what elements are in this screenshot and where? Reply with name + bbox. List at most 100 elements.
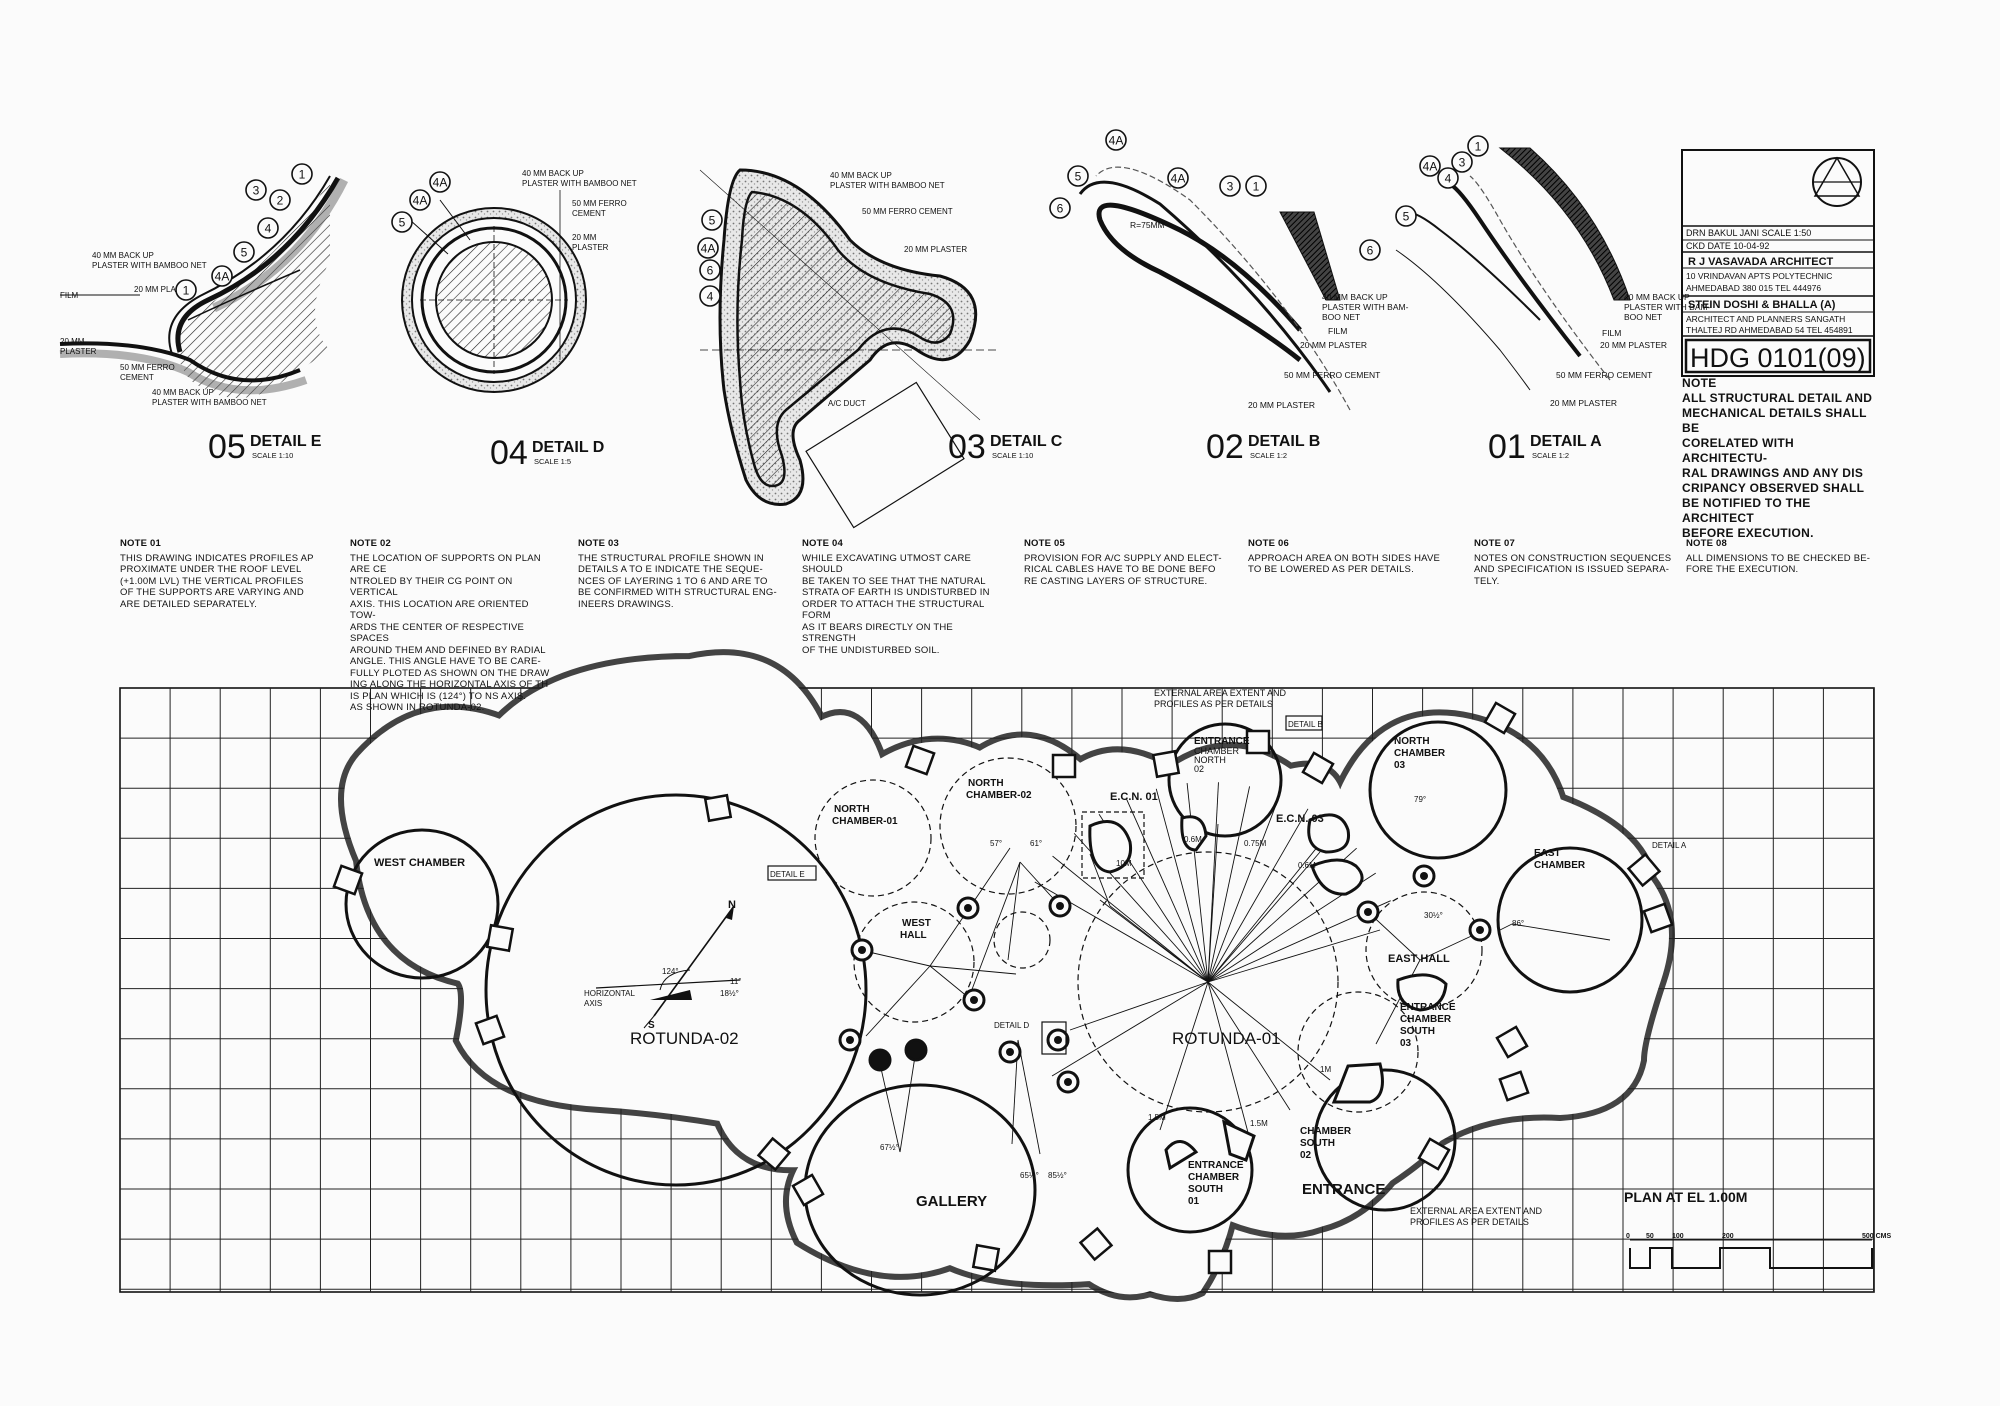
support-column-core <box>858 946 866 954</box>
wall-block <box>1495 1025 1529 1059</box>
note-02-title: NOTE 02 <box>350 538 391 549</box>
ext-note-top-2: PROFILES AS PER DETAILS <box>1154 699 1273 709</box>
layer-bubble: 5 <box>701 209 723 231</box>
layer-bubble-label: 6 <box>1057 202 1064 216</box>
support-column-core <box>1420 872 1428 880</box>
detail-a-callout-backup: 40 MM BACK UP <box>1624 292 1690 302</box>
detail-e-scale: SCALE 1:10 <box>252 451 293 460</box>
label-north-chamber-03b: CHAMBER <box>1394 748 1446 759</box>
wall-block <box>1626 852 1662 888</box>
layer-bubble-label: 3 <box>253 184 260 198</box>
layer-bubble-ring <box>1219 175 1241 197</box>
layer-bubble: 4A <box>1419 155 1441 177</box>
layer-bubble-ring <box>1067 165 1089 187</box>
floor-plan <box>332 649 1873 1302</box>
ext-note-top-1: EXTERNAL AREA EXTENT AND <box>1154 688 1287 698</box>
label-ent-south-01b: CHAMBER <box>1188 1172 1240 1183</box>
wall-block <box>1051 753 1077 779</box>
layer-bubble-label: 4 <box>265 222 272 236</box>
label-ent-south-01d: 01 <box>1188 1196 1200 1207</box>
layer-bubble-label: 4A <box>1423 160 1438 174</box>
layer-bubble-label: 1 <box>299 168 306 182</box>
plan-wall-blocks <box>332 701 1674 1275</box>
layer-bubble-label: 4A <box>1109 134 1124 148</box>
layer-bubble-label: 2 <box>277 194 284 208</box>
layer-bubble-ring <box>211 265 233 287</box>
label-ent-south-01a: ENTRANCE <box>1188 1160 1244 1171</box>
layer-bubble: 1 <box>291 163 313 185</box>
tb-drawing-number: HDG 0101(09) <box>1690 343 1866 373</box>
layer-bubble-ring <box>409 189 431 211</box>
detail-d-callout-cement: CEMENT <box>572 209 606 218</box>
layer-bubble-label: 4A <box>215 270 230 284</box>
detail-c-ac-duct: A/C DUCT <box>828 399 866 408</box>
detail-c-callout-plaster: 20 MM PLASTER <box>904 245 967 254</box>
radial-line <box>1207 795 1281 983</box>
tb-firm: STEIN DOSHI & BHALLA (A) <box>1688 299 1836 311</box>
label-chamber-south-02a: CHAMBER <box>1300 1126 1352 1137</box>
detail-b-callout-film: FILM <box>1328 326 1347 336</box>
wall-block <box>1301 751 1335 785</box>
detail-a-callout-film: FILM <box>1602 328 1621 338</box>
radial-line <box>1207 786 1251 983</box>
detail-c-callout-ferro: 50 MM FERRO CEMENT <box>862 207 953 216</box>
support-column-core <box>1054 1036 1062 1044</box>
layer-bubble-label: 6 <box>707 264 714 278</box>
support-column-core <box>1056 902 1064 910</box>
detail-e-callout-bamboo-2: PLASTER WITH BAMBOO NET <box>152 398 267 407</box>
general-note: NOTE ALL STRUCTURAL DETAIL AND MECHANICA… <box>1682 376 1882 541</box>
layer-bubble: 4A <box>429 171 451 193</box>
note-01: NOTE 01 THIS DRAWING INDICATES PROFILES … <box>120 538 320 610</box>
layer-bubble: 5 <box>1067 165 1089 187</box>
label-entrance-north-c: NORTH <box>1194 755 1226 765</box>
layer-bubble-label: 5 <box>1075 170 1082 184</box>
note-08: NOTE 08 ALL DIMENSIONS TO BE CHECKED BE-… <box>1686 538 1886 576</box>
radial-line <box>1155 788 1209 983</box>
north-label: N <box>728 899 736 911</box>
label-east-chamber-a: EAST <box>1534 848 1561 859</box>
detail-b-title: DETAIL B <box>1248 433 1320 450</box>
tb-drawn-by: DRN BAKUL JANI SCALE 1:50 <box>1686 228 1811 238</box>
dim-d1: 1.5M <box>1148 1113 1166 1122</box>
support-column <box>1468 918 1492 942</box>
note-04: NOTE 04 WHILE EXCAVATING UTMOST CARE SHO… <box>802 538 1002 656</box>
label-ent-south-03d: 03 <box>1400 1038 1412 1049</box>
note-02-body: THE LOCATION OF SUPPORTS ON PLAN ARE CE … <box>350 552 550 714</box>
support-column <box>850 938 874 962</box>
layer-bubble-ring <box>699 259 721 281</box>
radial-line <box>1207 826 1335 983</box>
angle-a11: 86° <box>1512 919 1524 928</box>
detail-d-title: DETAIL D <box>532 439 604 456</box>
layer-bubble: 1 <box>1245 175 1267 197</box>
space-west-chamber <box>344 828 500 980</box>
layer-bubble-label: 4 <box>707 290 714 304</box>
space-rotunda-02 <box>484 793 868 1187</box>
wall-block <box>1151 749 1181 779</box>
tb-checked: CKD DATE 10-04-92 <box>1686 241 1769 251</box>
detail-c-title: DETAIL C <box>990 433 1063 450</box>
layer-bubble-label: 4 <box>1445 172 1452 186</box>
detail-b-scale: SCALE 1:2 <box>1250 451 1287 460</box>
plan-pods <box>1088 813 1448 1171</box>
angle-a10: 30½° <box>1424 911 1443 920</box>
angle-a1: 124° <box>662 967 679 976</box>
note-05-title: NOTE 05 <box>1024 538 1065 549</box>
note-05: NOTE 05 PROVISION FOR A/C SUPPLY AND ELE… <box>1024 538 1224 587</box>
support-column <box>1046 1028 1070 1052</box>
label-ecn-03: E.C.N. 03 <box>1276 813 1324 825</box>
detail-e-callout-20mm: 20 MM PLASTER <box>134 285 197 294</box>
detail-a-title: DETAIL A <box>1530 433 1602 450</box>
support-column-ring <box>904 1038 928 1062</box>
label-ent-south-03c: SOUTH <box>1400 1026 1435 1037</box>
detail-d-callout-plaster: PLASTER <box>572 243 609 252</box>
layer-bubble-ring <box>1467 135 1489 157</box>
axis-label: AXIS <box>584 999 602 1008</box>
note-06: NOTE 06 APPROACH AREA ON BOTH SIDES HAVE… <box>1248 538 1448 576</box>
angle-a2: 11° <box>730 977 742 986</box>
label-north-chamber-01b: CHAMBER-01 <box>832 816 898 827</box>
note-01-body: THIS DRAWING INDICATES PROFILES AP PROXI… <box>120 552 314 610</box>
plan-detail-tags <box>767 715 1323 1055</box>
pod-d <box>1164 1140 1199 1171</box>
wall-block <box>703 793 733 823</box>
